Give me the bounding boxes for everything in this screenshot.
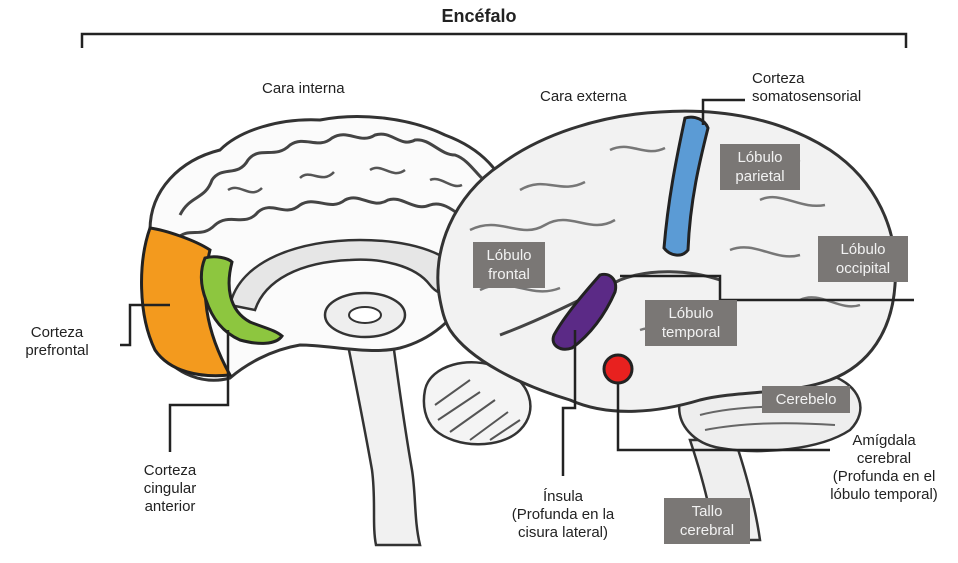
cerebellum-box: Cerebelo xyxy=(762,386,850,413)
external-view-label: Cara externa xyxy=(540,88,627,106)
diagram-title: Encéfalo xyxy=(0,6,958,27)
amygdala-region xyxy=(604,355,632,383)
title-bracket xyxy=(82,34,906,48)
internal-view-label: Cara interna xyxy=(262,80,345,98)
